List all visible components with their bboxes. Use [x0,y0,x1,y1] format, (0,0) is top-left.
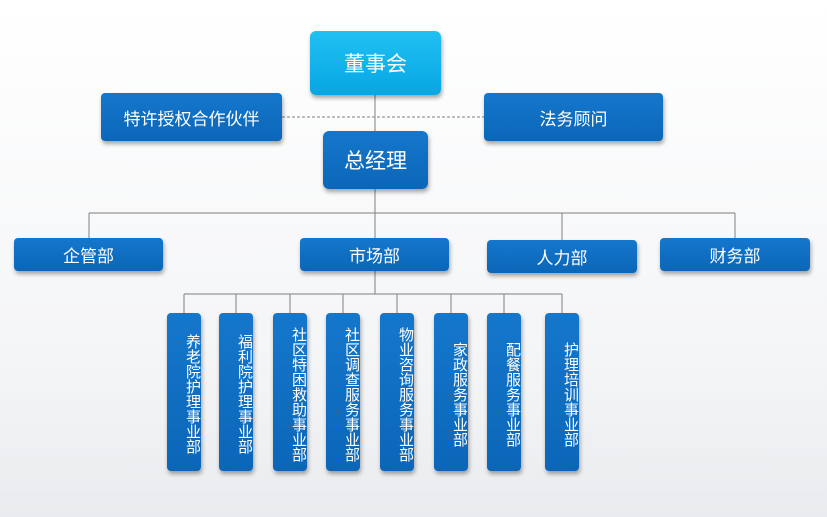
department-node: 财务部 [660,238,810,271]
legal-label: 法务顾问 [539,109,608,130]
partners-node: 特许授权合作伙伴 [101,93,282,141]
business-unit-node: 护理培训事业部 [545,313,580,471]
department-label: 企管部 [63,247,114,267]
department-label: 人力部 [536,249,588,269]
department-label: 市场部 [349,247,400,267]
business-unit-node: 配餐服务事业部 [487,313,522,471]
department-node: 企管部 [14,238,163,271]
partners-label: 特许授权合作伙伴 [123,109,260,130]
business-unit-node: 福利院护理事业部 [219,313,254,471]
business-unit-label: 养老院护理事业部 [184,334,202,454]
department-node: 人力部 [487,240,637,273]
board-label: 董事会 [344,52,407,76]
legal-node: 法务顾问 [484,93,663,141]
business-unit-label: 社区调查服务事业部 [343,326,361,462]
business-unit-label: 护理培训事业部 [562,341,580,447]
general-manager-label: 总经理 [344,149,407,173]
business-unit-node: 家政服务事业部 [434,313,469,471]
department-label: 财务部 [709,247,761,267]
business-unit-node: 物业咨询服务事业部 [380,313,415,471]
business-unit-label: 家政服务事业部 [451,341,469,447]
department-node: 市场部 [300,238,449,271]
business-unit-node: 社区特困救助事业部 [273,313,308,471]
general-manager-node: 总经理 [323,131,428,189]
business-unit-label: 配餐服务事业部 [504,341,522,447]
business-unit-node: 社区调查服务事业部 [326,313,361,471]
business-unit-label: 福利院护理事业部 [236,334,254,454]
business-unit-node: 养老院护理事业部 [167,313,202,471]
board-node: 董事会 [310,31,441,95]
business-unit-label: 物业咨询服务事业部 [397,326,415,462]
business-unit-label: 社区特困救助事业部 [290,326,308,462]
